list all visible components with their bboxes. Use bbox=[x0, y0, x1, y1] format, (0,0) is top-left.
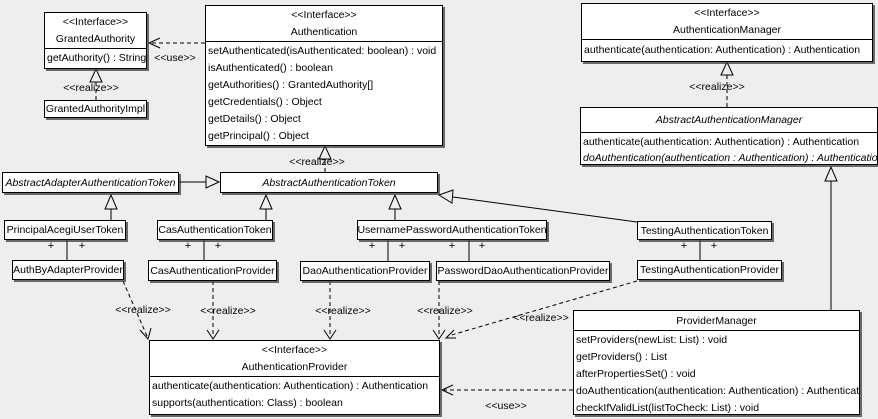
class-name: TestingAuthenticationToken bbox=[640, 224, 769, 237]
method: isAuthenticated() : boolean bbox=[208, 62, 333, 74]
method: doAuthentication(authentication : Authen… bbox=[583, 152, 877, 164]
class-abstract-authentication-token: AbstractAuthenticationToken bbox=[220, 172, 438, 193]
edge-use-providermanager-authenticationprovider bbox=[440, 384, 573, 396]
class-username-password-authentication-token: UsernamePasswordAuthenticationToken bbox=[357, 220, 547, 240]
stereotype: <<Interface>> bbox=[261, 344, 328, 356]
stereotype: <<Interface>> bbox=[291, 9, 357, 21]
multiplicity-plus: + bbox=[78, 240, 86, 252]
class-dao-authentication-provider: DaoAuthenticationProvider bbox=[300, 261, 430, 281]
class-name: UsernamePasswordAuthenticationToken bbox=[357, 224, 547, 236]
class-authentication-manager: <<Interface>> AuthenticationManager auth… bbox=[581, 3, 873, 62]
class-name: ProviderManager bbox=[676, 315, 757, 327]
method: getAuthority() : String bbox=[47, 52, 146, 64]
edge-realize-authbyadapter-provider bbox=[122, 280, 152, 341]
edge-realize-dao-provider bbox=[323, 281, 337, 340]
edge-label-realize: <<realize>> bbox=[115, 304, 171, 316]
class-testing-authentication-provider: TestingAuthenticationProvider bbox=[637, 260, 782, 280]
edge-gen-principaltoken-adaptertoken bbox=[104, 193, 118, 220]
class-principal-acegi-user-token: PrincipalAcegiUserToken bbox=[4, 220, 126, 240]
class-abstract-authentication-manager: AbstractAuthenticationManager authentica… bbox=[580, 107, 878, 165]
class-name: Authentication bbox=[290, 26, 358, 38]
edge-gen-adaptertoken-abstracttoken bbox=[179, 175, 221, 189]
method: doAuthentication(authentication: Authent… bbox=[576, 385, 859, 397]
class-name: GrantedAuthorityImpl bbox=[45, 103, 146, 115]
stereotype: <<Interface>> bbox=[694, 7, 760, 19]
class-granted-authority-impl: GrantedAuthorityImpl bbox=[44, 100, 147, 118]
edge-label-realize: <<realize>> bbox=[200, 305, 256, 317]
multiplicity-plus: + bbox=[47, 240, 55, 252]
class-name: AbstractAuthenticationManager bbox=[655, 114, 803, 126]
method: authenticate(authentication: Authenticat… bbox=[152, 380, 429, 392]
method: afterPropertiesSet() : void bbox=[576, 368, 696, 380]
method: getProviders() : List bbox=[576, 351, 668, 363]
edge-gen-providermanager-abstractmanager bbox=[824, 165, 838, 310]
class-name: DaoAuthenticationProvider bbox=[302, 265, 428, 277]
class-name: AbstractAdapterAuthenticationToken bbox=[5, 176, 176, 189]
method: setProviders(newList: List) : void bbox=[576, 334, 728, 346]
multiplicity-plus: + bbox=[448, 240, 456, 252]
class-name: PrincipalAcegiUserToken bbox=[6, 224, 124, 236]
edge-label-realize: <<realize>> bbox=[63, 82, 119, 94]
class-authentication: <<Interface>> Authentication setAuthenti… bbox=[205, 5, 443, 146]
class-testing-authentication-token: TestingAuthenticationToken bbox=[637, 221, 772, 240]
multiplicity-plus: + bbox=[710, 240, 718, 252]
class-authentication-provider: <<Interface>> AuthenticationProvider aut… bbox=[149, 340, 440, 415]
class-password-dao-authentication-provider: PasswordDaoAuthenticationProvider bbox=[436, 261, 610, 281]
edge-realize-cas-provider bbox=[206, 281, 220, 340]
edge-label-realize: <<realize>> bbox=[689, 81, 745, 93]
edge-label-realize: <<realize>> bbox=[315, 305, 371, 317]
class-name: CasAuthenticationToken bbox=[158, 224, 272, 236]
edge-realize-abstracttoken-authentication bbox=[318, 144, 332, 172]
multiplicity-plus: + bbox=[214, 240, 222, 252]
class-provider-manager: ProviderManager setProviders(newList: Li… bbox=[573, 310, 860, 415]
class-abstract-adapter-authentication-token: AbstractAdapterAuthenticationToken bbox=[2, 172, 179, 193]
method: getCredentials() : Object bbox=[208, 96, 322, 108]
edge-label-realize: <<realize>> bbox=[513, 312, 569, 324]
class-name: CasAuthenticationProvider bbox=[150, 264, 275, 277]
class-cas-authentication-provider: CasAuthenticationProvider bbox=[148, 260, 277, 281]
edge-label-use: <<use>> bbox=[154, 52, 196, 64]
class-name: AuthenticationManager bbox=[673, 24, 781, 36]
multiplicity-plus: + bbox=[398, 240, 406, 252]
method: authenticate(authentication: Authenticat… bbox=[584, 44, 861, 56]
class-name: AbstractAuthenticationToken bbox=[262, 176, 396, 189]
method: authenticate(authentication: Authenticat… bbox=[583, 136, 860, 148]
class-name: TestingAuthenticationProvider bbox=[640, 264, 779, 276]
edge-label-use: <<use>> bbox=[485, 400, 527, 412]
edge-realize-passworddao-provider bbox=[432, 281, 446, 340]
edge-realize-testing-provider bbox=[444, 280, 638, 339]
class-name: AuthenticationProvider bbox=[241, 361, 348, 373]
edge-realize-abstractmanager-manager bbox=[720, 60, 734, 107]
class-name: GrantedAuthority bbox=[55, 33, 136, 45]
edge-gen-usernametoken-abstracttoken bbox=[388, 193, 402, 220]
multiplicity-plus: + bbox=[368, 240, 376, 252]
edge-gen-testingtoken-abstracttoken bbox=[437, 189, 638, 223]
edge-use-authentication-grantedauthority bbox=[147, 37, 205, 49]
multiplicity-plus: + bbox=[184, 240, 192, 252]
class-auth-by-adapter-provider: AuthByAdapterProvider bbox=[12, 260, 124, 280]
multiplicity-plus: + bbox=[478, 240, 486, 252]
method: getPrincipal() : Object bbox=[208, 130, 309, 142]
edge-label-realize: <<realize>> bbox=[289, 156, 345, 168]
method: getDetails() : Object bbox=[208, 113, 301, 125]
edge-label-realize: <<realize>> bbox=[417, 305, 473, 317]
multiplicity-plus: + bbox=[680, 240, 688, 252]
class-granted-authority: <<Interface>> GrantedAuthority getAuthor… bbox=[44, 12, 147, 69]
method: getAuthorities() : GrantedAuthority[] bbox=[208, 79, 374, 91]
edge-gen-castoken-abstracttoken bbox=[259, 193, 273, 220]
stereotype: <<Interface>> bbox=[62, 16, 129, 28]
class-cas-authentication-token: CasAuthenticationToken bbox=[157, 220, 273, 240]
class-name: PasswordDaoAuthenticationProvider bbox=[437, 265, 609, 277]
method: setAuthenticated(isAuthenticated: boolea… bbox=[208, 45, 437, 57]
method: checkIfValidList(listToCheck: List) : vo… bbox=[576, 402, 760, 414]
method: supports(authentication: Class) : boolea… bbox=[152, 397, 343, 409]
class-name: AuthByAdapterProvider bbox=[13, 264, 123, 276]
edge-realize-grantedauthorityimpl bbox=[89, 67, 103, 100]
